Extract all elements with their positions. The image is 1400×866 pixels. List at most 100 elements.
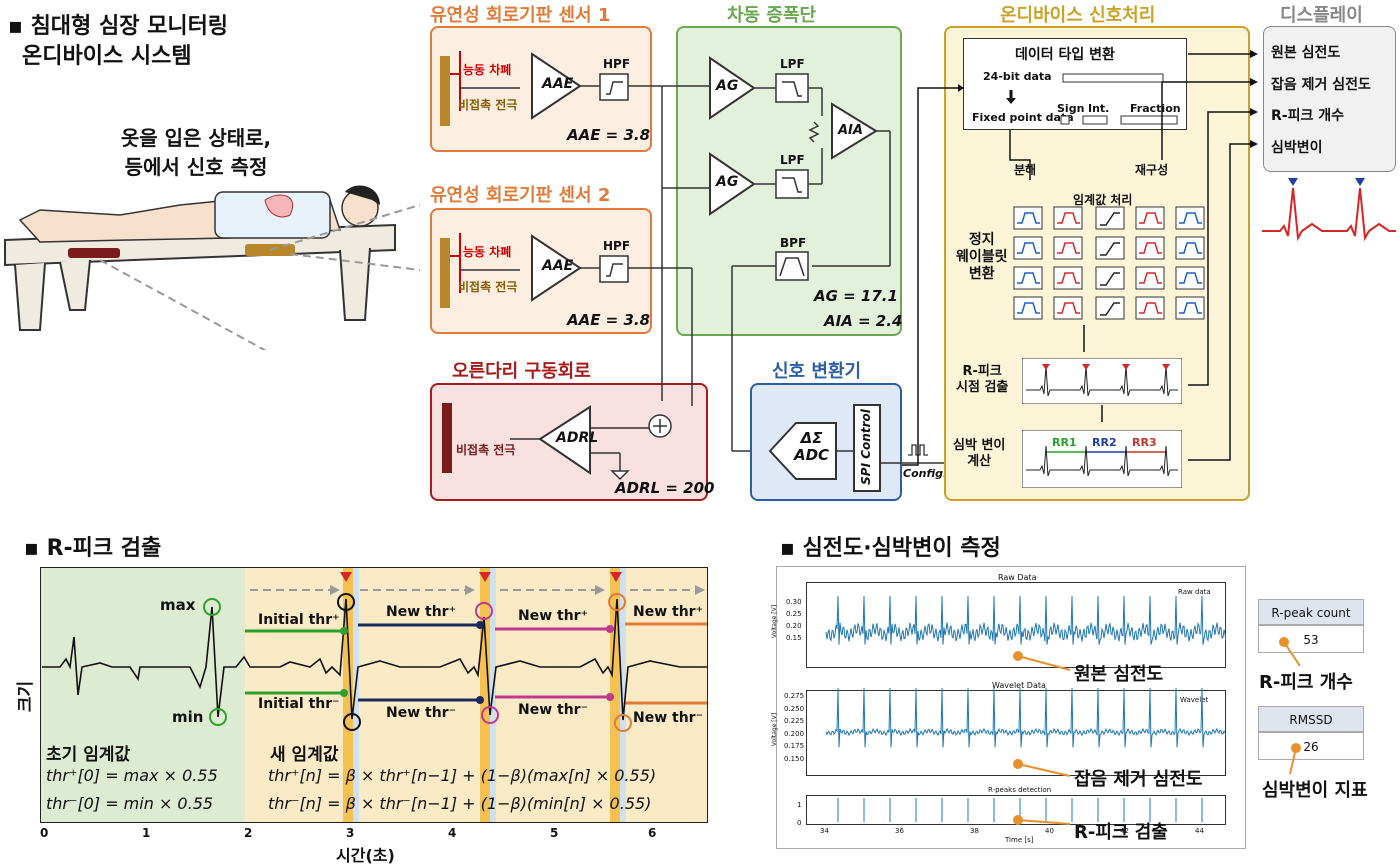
swt-line2: 웨이블릿 [956,249,1008,265]
wavelet-ylabel: Voltage [V] [771,712,779,747]
adc-line2: ADC [794,446,830,464]
wavelet-cell-shape [1179,242,1202,254]
measure-section-title: ▪ 심전도·심박변이 측정 [780,536,1001,561]
metric-callout-lines [1279,637,1301,775]
new-pos-label-1: New thr⁺ [386,604,456,620]
wavelet-cell-shape [1017,212,1040,224]
raw-ylabel: Voltage [V] [771,604,779,639]
rp-xtick-0: 34 [820,827,829,835]
swt-label: 정지 웨이블릿 변환 [956,232,1008,283]
display-item-denoised: 잡음 제거 심전도 [1271,77,1371,93]
adc-line1: ΔΣ [800,429,823,447]
wavelet-yticks: 0.275 0.250 0.225 0.200 0.175 0.150 [784,690,804,765]
wavelet-cell-shape [1179,212,1202,224]
rpeak-count-callout: R-피크 개수 [1259,672,1353,693]
rpeak-detect-line1: R-피크 [962,364,1002,379]
ondevice-wiring [902,50,1258,466]
wav-ytick-1: 0.250 [784,704,805,713]
xtick-6: 6 [648,826,657,840]
sensor2-title: 유연성 회로기판 센서 2 [430,185,611,206]
hrv-calc-line1: 심박 변이 [953,438,1006,453]
wavelet-cell-shape [1100,212,1120,226]
rr1-label: RR1 [1052,436,1077,449]
sensor2-shield-label: 능동 차폐 [463,245,512,259]
sensor1-hpf-label: HPF [603,57,631,71]
wavelet-grid [1013,206,1205,320]
rpeak-detect-panel [1022,358,1182,404]
measure-traces [825,595,1226,822]
rpeak-ylabel: 크기 [16,680,37,713]
rpeaks-xticks: 34 36 38 40 42 44 [806,827,1226,837]
new-neg-label-1: New thr⁻ [386,705,456,721]
rpeak-plot [41,568,707,822]
sign-label: Sign [1057,102,1085,115]
rmssd-callout: 심박변이 지표 [1262,780,1368,801]
display-title: 디스플레이 [1280,5,1363,26]
patient-bed-illustration [4,185,420,350]
sensor2-hpf-label: HPF [603,239,631,253]
drl-pad [68,248,120,258]
bit24-label: 24-bit data [983,70,1052,83]
wavelet-cell-shape [1100,242,1120,256]
wavelet-cell-shape [1017,272,1040,284]
raw-ytick-1: 0.25 [786,610,802,618]
xtick-3: 3 [346,826,355,840]
sensor2-electrode-label: 비접촉 전극 [458,280,518,294]
init-eq-neg: thr⁻[0] = min × 0.55 [46,794,214,813]
wav-ytick-0: 0.275 [784,692,805,700]
wavelet-cell-shape [1057,302,1080,314]
rp-ytick-0: 1 [797,801,802,809]
rmssd-label: RMSSD [1258,706,1364,732]
new-neg-label-3: New thr⁻ [633,710,703,726]
callout-raw: 원본 심전도 [1074,664,1164,685]
sensor1-shield-label: 능동 차폐 [463,63,512,77]
hrv-calc-label: 심박 변이 계산 [953,438,1005,470]
rp-xtick-5: 44 [1195,827,1204,835]
raw-trace [825,595,1226,645]
fraction-label: Fraction [1130,102,1181,115]
int-label: Int. [1088,102,1110,115]
wavelet-legend: Wavelet [1180,696,1209,704]
hrv-calc-line2: 계산 [967,454,992,469]
raw-yticks: 0.30 0.25 0.20 0.15 [786,596,802,644]
adc-label: ΔΣ ADC [794,430,829,464]
sensor2-gain: AAE = 3.8 [567,311,651,329]
diff-lpf2-label: LPF [780,153,805,167]
converter-title: 신호 변환기 [772,361,862,382]
sensor1-amp: AAE [542,76,574,92]
new-pos-label-2: New thr⁺ [518,608,588,624]
rp-xtick-2: 38 [970,827,979,835]
sensor1-circuit [440,51,652,126]
rpeak-detect-label: R-피크 시점 검출 [956,364,1008,396]
wavelet-cell-shape [1057,242,1080,254]
diff-ia: AIA [838,123,863,138]
wavelet-cell-shape [1057,272,1080,284]
wavelet-cell-shape [1139,272,1162,284]
wavelet-cell-shape [1017,302,1040,314]
dtype-panel [963,38,1187,130]
raw-legend: Raw data [1178,588,1211,596]
rpeak-xticks: 0 1 2 3 4 5 6 [40,826,708,842]
rpeaks-xlabel: Time [s] [1005,836,1034,844]
raw-ytick-2: 0.20 [786,622,802,630]
raw-ytick-0: 0.30 [786,598,802,606]
system-title-line2: 온디바이스 시스템 [22,44,192,69]
raw-ytick-3: 0.15 [786,634,802,642]
display-item-rpeak-count: R-피크 개수 [1271,108,1344,124]
xtick-4: 4 [448,826,457,840]
rpeak-section-title: ▪ R-피크 검출 [24,536,162,561]
drl-circuit [442,403,672,481]
display-ecg-icon [1262,178,1396,242]
new-eq-neg: thr⁻[n] = β × thr⁻[n−1] + (1−β)(min[n] ×… [268,794,652,813]
hrv-panel [1022,430,1182,488]
patient-note: 옷을 입은 상태로, 등에서 신호 측정 [96,122,296,180]
xtick-1: 1 [142,826,151,840]
new-eq-pos: thr⁺[n] = β × thr⁺[n−1] + (1−β)(max[n] ×… [268,766,657,785]
system-title-line1: ▪ 침대형 심장 모니터링 [8,14,229,39]
new-pos-label-3: New thr⁺ [633,604,703,620]
rpeaks-plot-title: R-peaks detection [988,786,1052,794]
rmssd-value: 26 [1258,732,1364,760]
min-label: min [172,708,204,726]
display-box [1263,26,1396,172]
drl-amp: ADRL [556,430,599,446]
